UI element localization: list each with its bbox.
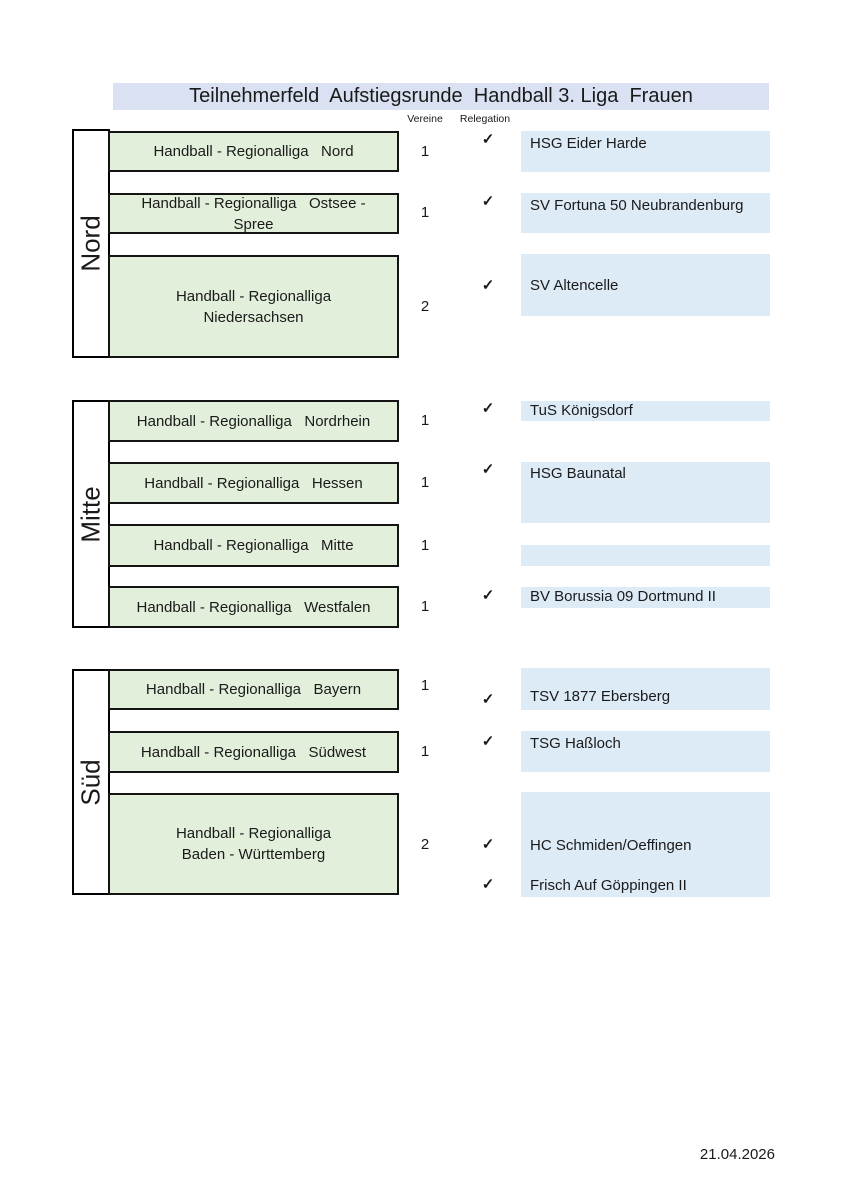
mitte-region-box: Mitte <box>72 400 110 628</box>
page-title: Teilnehmerfeld Aufstiegsrunde Handball 3… <box>113 83 769 110</box>
mitte-vereine-count-0: 1 <box>420 412 430 429</box>
nord-league-box-0: Handball - Regionalliga Nord <box>108 131 399 172</box>
league-name: Handball - Regionalliga Hessen <box>144 474 363 492</box>
mitte-region-label: Mitte <box>75 485 106 543</box>
nord-vereine-count-1: 1 <box>420 204 430 221</box>
nord-league-box-1: Handball - Regionalliga Ostsee - Spree <box>108 193 399 234</box>
team-name: TSV 1877 Ebersberg <box>530 688 671 705</box>
team-name: Frisch Auf Göppingen II <box>530 877 687 894</box>
column-header-relegation: Relegation <box>459 113 511 125</box>
league-name: Handball - Regionalliga Ostsee - Spree <box>141 194 370 233</box>
nord-vereine-count-2: 2 <box>420 298 430 315</box>
check-icon: ✓ <box>481 193 495 210</box>
team-name: HSG Eider Harde <box>530 135 647 152</box>
team-name: TuS Königsdorf <box>530 402 633 419</box>
team-name: BV Borussia 09 Dortmund II <box>530 588 716 605</box>
league-name: Handball - Regionalliga Mitte <box>153 537 354 554</box>
sued-team-box-0: TSV 1877 Ebersberg <box>521 668 770 710</box>
check-icon: ✓ <box>481 461 495 478</box>
check-icon: ✓ <box>481 131 495 148</box>
league-name: Handball - Regionalliga Nord <box>153 143 354 160</box>
league-name: Handball - Regionalliga Nordrhein <box>136 412 371 430</box>
column-header-vereine: Vereine <box>407 113 443 125</box>
nord-vereine-count-0: 1 <box>420 143 430 160</box>
sued-team-box-1: TSG Haßloch <box>521 731 770 772</box>
sued-region-label: Süd <box>75 758 106 806</box>
check-icon: ✓ <box>481 587 495 604</box>
sued-league-box-0: Handball - Regionalliga Bayern <box>108 669 399 710</box>
sued-region-box: Süd <box>72 669 110 895</box>
check-icon: ✓ <box>481 876 495 893</box>
mitte-vereine-count-2: 1 <box>420 537 430 554</box>
mitte-league-box-0: Handball - Regionalliga Nordrhein <box>108 400 399 442</box>
mitte-league-box-1: Handball - Regionalliga Hessen <box>108 462 399 504</box>
nord-team-box-2: SV Altencelle <box>521 254 770 316</box>
league-name: Handball - Regionalliga Bayern <box>145 681 362 698</box>
check-icon: ✓ <box>481 277 495 294</box>
sued-vereine-count-1: 1 <box>420 743 430 760</box>
mitte-team-box-1: HSG Baunatal <box>521 462 770 523</box>
league-name: Handball - Regionalliga Südwest <box>140 743 367 761</box>
nord-region-label: Nord <box>75 215 106 272</box>
sued-vereine-count-0: 1 <box>420 677 430 694</box>
mitte-vereine-count-1: 1 <box>420 474 430 491</box>
mitte-vereine-count-3: 1 <box>420 598 430 615</box>
nord-league-box-2: Handball - Regionalliga Niedersachsen <box>108 255 399 358</box>
nord-region-box: Nord <box>72 129 110 358</box>
mitte-team-box-3: BV Borussia 09 Dortmund II <box>521 587 770 608</box>
sued-league-box-1: Handball - Regionalliga Südwest <box>108 731 399 773</box>
league-name: Handball - Regionalliga Westfalen <box>136 598 371 616</box>
sued-team-box-2: HC Schmiden/Oeffingen Frisch Auf Göpping… <box>521 792 770 897</box>
nord-team-box-1: SV Fortuna 50 Neubrandenburg <box>521 193 770 233</box>
league-name: Handball - Regionalliga Niedersachsen <box>175 287 344 326</box>
check-icon: ✓ <box>481 733 495 750</box>
check-icon: ✓ <box>481 836 495 853</box>
mitte-team-box-0: TuS Königsdorf <box>521 401 770 421</box>
team-name: SV Altencelle <box>530 277 619 294</box>
mitte-team-box-2 <box>521 545 770 566</box>
check-icon: ✓ <box>481 400 495 417</box>
mitte-league-box-2: Handball - Regionalliga Mitte <box>108 524 399 567</box>
league-name: Handball - Regionalliga Baden - Württemb… <box>175 825 344 863</box>
mitte-league-box-3: Handball - Regionalliga Westfalen <box>108 586 399 628</box>
team-name: TSG Haßloch <box>530 735 621 752</box>
team-name: HSG Baunatal <box>530 465 626 482</box>
team-name: HC Schmiden/Oeffingen <box>530 837 692 854</box>
date-label: 21.04.2026 <box>699 1146 775 1163</box>
check-icon: ✓ <box>481 691 495 708</box>
team-name <box>521 545 770 547</box>
sued-league-box-2: Handball - Regionalliga Baden - Württemb… <box>108 793 399 895</box>
nord-team-box-0: HSG Eider Harde <box>521 131 770 172</box>
team-name: SV Fortuna 50 Neubrandenburg <box>530 197 744 214</box>
sued-vereine-count-2: 2 <box>420 836 430 853</box>
